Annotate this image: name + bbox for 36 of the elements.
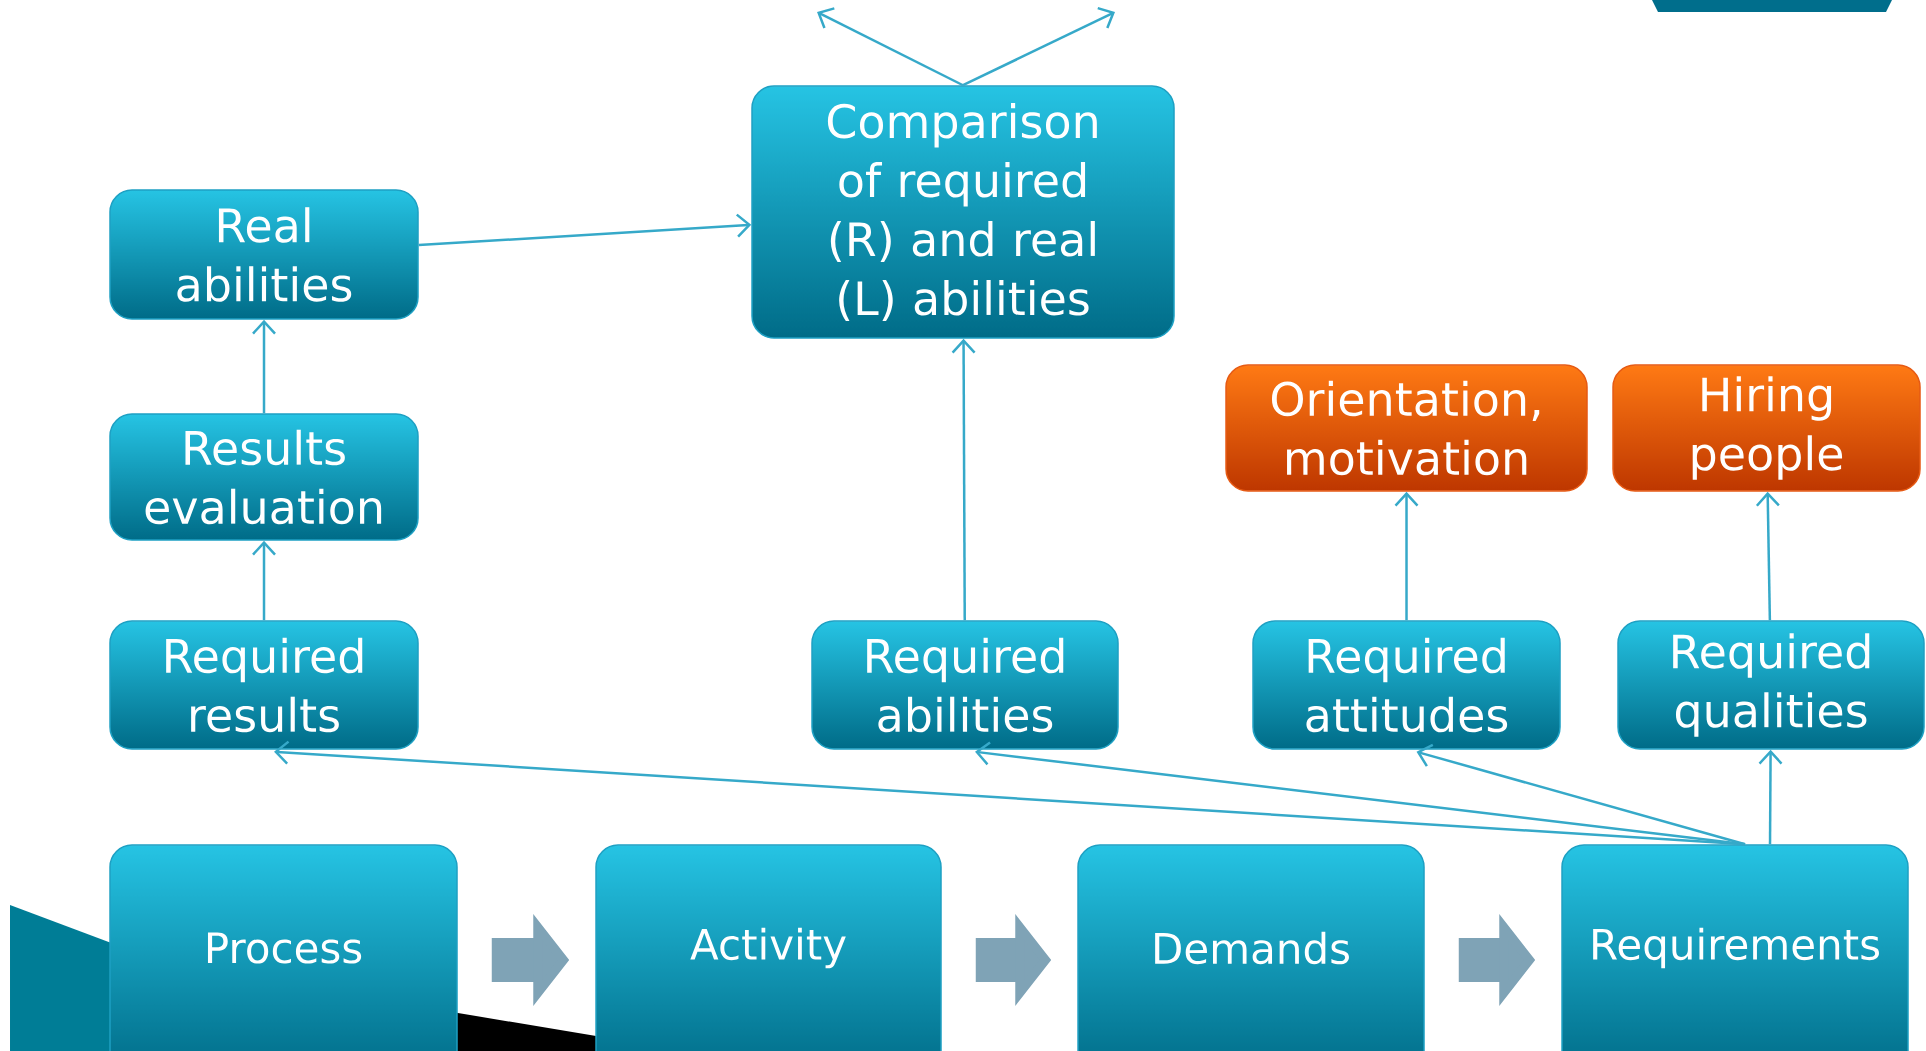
arrow <box>817 7 964 87</box>
process-box <box>109 189 419 320</box>
arrow <box>1394 491 1419 621</box>
highlight-box <box>1225 364 1588 492</box>
box-label: Comparison of required (R) and real (L) abilities <box>827 103 1097 321</box>
box-label: Hiring people <box>1692 376 1843 480</box>
arrow <box>252 319 276 414</box>
process-box <box>109 413 419 541</box>
process-box <box>1617 620 1925 750</box>
arrow <box>962 6 1115 87</box>
box-label: Orientation, motivation <box>1271 380 1540 476</box>
box-label: Required attitudes <box>1306 637 1508 733</box>
step-box <box>1561 844 1909 1051</box>
process-box <box>751 85 1175 339</box>
arrow <box>951 338 976 621</box>
process-box <box>811 620 1119 750</box>
highlight-box <box>1612 364 1921 492</box>
process-box <box>1252 620 1561 750</box>
box-label: Results evaluation <box>145 429 382 525</box>
arrow <box>418 213 752 247</box>
arrow <box>1755 491 1780 621</box>
box-label: Activity <box>690 927 846 969</box>
box-label: Required results <box>166 637 363 733</box>
step-box <box>109 844 458 1051</box>
box-label: Required abilities <box>867 637 1064 733</box>
box-label: Process <box>208 932 362 964</box>
box-label: Required qualities <box>1673 633 1870 737</box>
arrow <box>1416 743 1746 846</box>
box-label: Demands <box>1155 931 1349 965</box>
box-label: Real abilities <box>177 207 352 302</box>
step-box <box>595 844 942 1051</box>
step-box <box>1077 844 1425 1051</box>
arrow <box>1758 749 1783 845</box>
arrow <box>252 540 276 621</box>
process-box <box>109 620 419 750</box>
box-label: Requirements <box>1593 927 1879 969</box>
